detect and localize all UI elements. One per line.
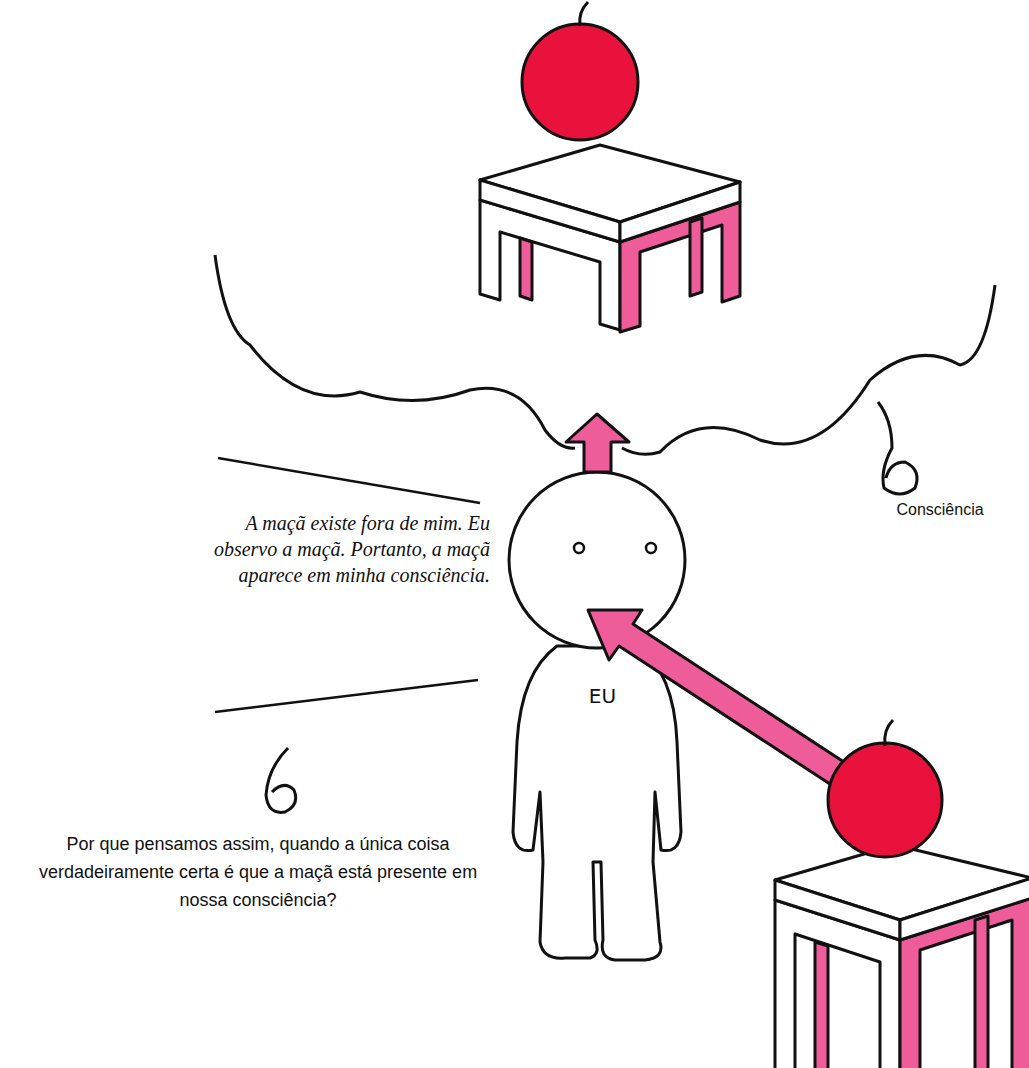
consciousness-cloud bbox=[215, 255, 995, 454]
apple bbox=[828, 720, 942, 857]
speech-line bbox=[215, 680, 478, 712]
apple bbox=[522, 2, 638, 140]
person-eye bbox=[574, 543, 584, 553]
perception-arrow bbox=[588, 610, 847, 786]
thought-arrow bbox=[566, 414, 629, 472]
stool bbox=[775, 845, 1029, 1068]
person-eye bbox=[646, 543, 656, 553]
person-head bbox=[509, 472, 685, 648]
person-figure: EU bbox=[495, 462, 710, 967]
person-outline bbox=[495, 462, 710, 967]
speech-text: A maçã existe fora de mim. Eu observo a … bbox=[212, 510, 490, 588]
consciousness-label: Consciência bbox=[880, 500, 1000, 520]
pointer-curl bbox=[878, 402, 917, 494]
pointer-curl bbox=[266, 748, 296, 812]
figure-label: EU bbox=[495, 684, 710, 708]
stool bbox=[480, 145, 740, 332]
question-text: Por que pensamos assim, quando a única c… bbox=[28, 830, 488, 914]
speech-line bbox=[218, 458, 480, 503]
